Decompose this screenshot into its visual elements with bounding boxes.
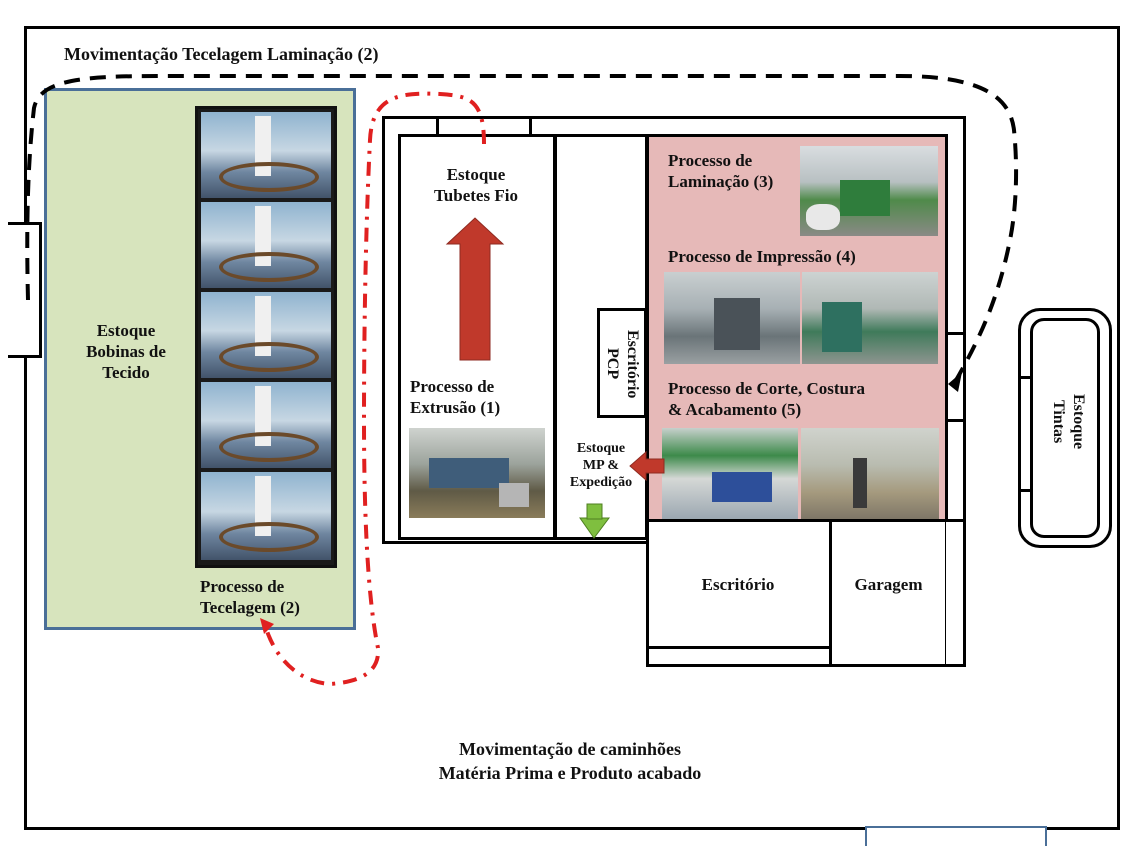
corte-line2: & Acabamento (5) bbox=[668, 400, 802, 419]
green-down-arrow-stem bbox=[586, 503, 603, 520]
loom-photo-5 bbox=[201, 472, 331, 560]
estoque-tintas-line1: Estoque bbox=[1070, 394, 1087, 450]
extrusao-line2: Extrusão (1) bbox=[410, 398, 501, 417]
estoque-mp-line1: Estoque bbox=[576, 441, 626, 456]
building-right-wall bbox=[946, 519, 966, 667]
estoque-bobinas-label: Estoque Bobinas de Tecido bbox=[66, 320, 186, 383]
estoque-tintas-door bbox=[1018, 376, 1032, 492]
laminacao-line2: Laminação (3) bbox=[668, 172, 774, 191]
laminacao-photo bbox=[800, 146, 938, 236]
building-top-door bbox=[436, 116, 532, 134]
extrusao-label: Processo de Extrusão (1) bbox=[410, 376, 500, 418]
estoque-tintas-label: Estoque Tintas bbox=[1048, 372, 1088, 472]
estoque-tubetes-label: Estoque Tubetes Fio bbox=[400, 164, 552, 206]
tecelagem-line2: Tecelagem (2) bbox=[200, 598, 300, 617]
escritorio-label: Escritório bbox=[701, 575, 775, 594]
escritorio-pcp-room bbox=[597, 308, 647, 418]
garagem-label: Garagem bbox=[854, 575, 923, 594]
loom-photo-3 bbox=[201, 292, 331, 378]
corte-line1: Processo de Corte, Costura bbox=[668, 379, 866, 398]
extrusao-line1: Processo de bbox=[410, 377, 495, 396]
loom-photo-4 bbox=[201, 382, 331, 468]
footer-text: Movimentação de caminhões Matéria Prima … bbox=[380, 737, 760, 785]
estoque-mp-label: Estoque MP & Expedição bbox=[560, 440, 642, 491]
escritorio-lower-strip bbox=[646, 646, 832, 649]
estoque-bobinas-line2: Bobinas de bbox=[86, 342, 166, 361]
laminacao-label: Processo de Laminação (3) bbox=[668, 150, 773, 192]
estoque-tubetes-line1: Estoque bbox=[446, 165, 506, 184]
diagram-title: Movimentação Tecelagem Laminação (2) bbox=[64, 44, 379, 64]
tecelagem-label: Processo de Tecelagem (2) bbox=[200, 576, 300, 618]
tecelagem-photo-strip bbox=[195, 106, 337, 568]
corte-photo-1 bbox=[662, 428, 798, 520]
site-boundary bbox=[24, 26, 1120, 830]
impressao-label: Processo de Impressão (4) bbox=[668, 247, 856, 266]
black-dashed-path bbox=[25, 74, 1019, 383]
impressao-photo-1 bbox=[664, 272, 800, 364]
estoque-tubetes-line2: Tubetes Fio bbox=[434, 186, 518, 205]
loom-photo-1 bbox=[201, 112, 331, 198]
red-up-arrow bbox=[445, 217, 505, 361]
black-arrowhead bbox=[948, 372, 962, 392]
corte-photo-2 bbox=[801, 428, 939, 520]
loom-photo-2 bbox=[201, 202, 331, 288]
corte-label: Processo de Corte, Costura & Acabamento … bbox=[668, 378, 865, 420]
red-left-arrow bbox=[629, 450, 665, 482]
escritorio-pcp-label: Escritório PCP bbox=[602, 312, 642, 416]
green-down-arrow bbox=[579, 517, 610, 539]
footer-line1: Movimentação de caminhões bbox=[459, 739, 681, 759]
estoque-bobinas-line3: Tecido bbox=[102, 363, 150, 382]
impressao-photo-2 bbox=[802, 272, 938, 364]
escritorio-pcp-line2: PCP bbox=[604, 348, 621, 380]
bottom-gate bbox=[865, 826, 1047, 846]
footer-line2: Matéria Prima e Produto acabado bbox=[438, 763, 702, 783]
laminacao-line1: Processo de bbox=[668, 151, 753, 170]
extrusao-photo bbox=[409, 428, 545, 518]
right-side-door bbox=[946, 332, 966, 422]
left-entrance bbox=[8, 222, 42, 358]
estoque-bobinas-line1: Estoque bbox=[96, 321, 156, 340]
estoque-tintas-line2: Tintas bbox=[1050, 400, 1067, 444]
red-dashdot-path bbox=[264, 91, 486, 687]
estoque-tintas-inner bbox=[1030, 318, 1100, 538]
estoque-mp-line2: MP & bbox=[582, 458, 620, 473]
tecelagem-line1: Processo de bbox=[200, 577, 285, 596]
escritorio-pcp-line1: Escritório bbox=[624, 329, 641, 399]
estoque-mp-line3: Expedição bbox=[569, 475, 633, 490]
red-arrowhead bbox=[260, 618, 274, 634]
